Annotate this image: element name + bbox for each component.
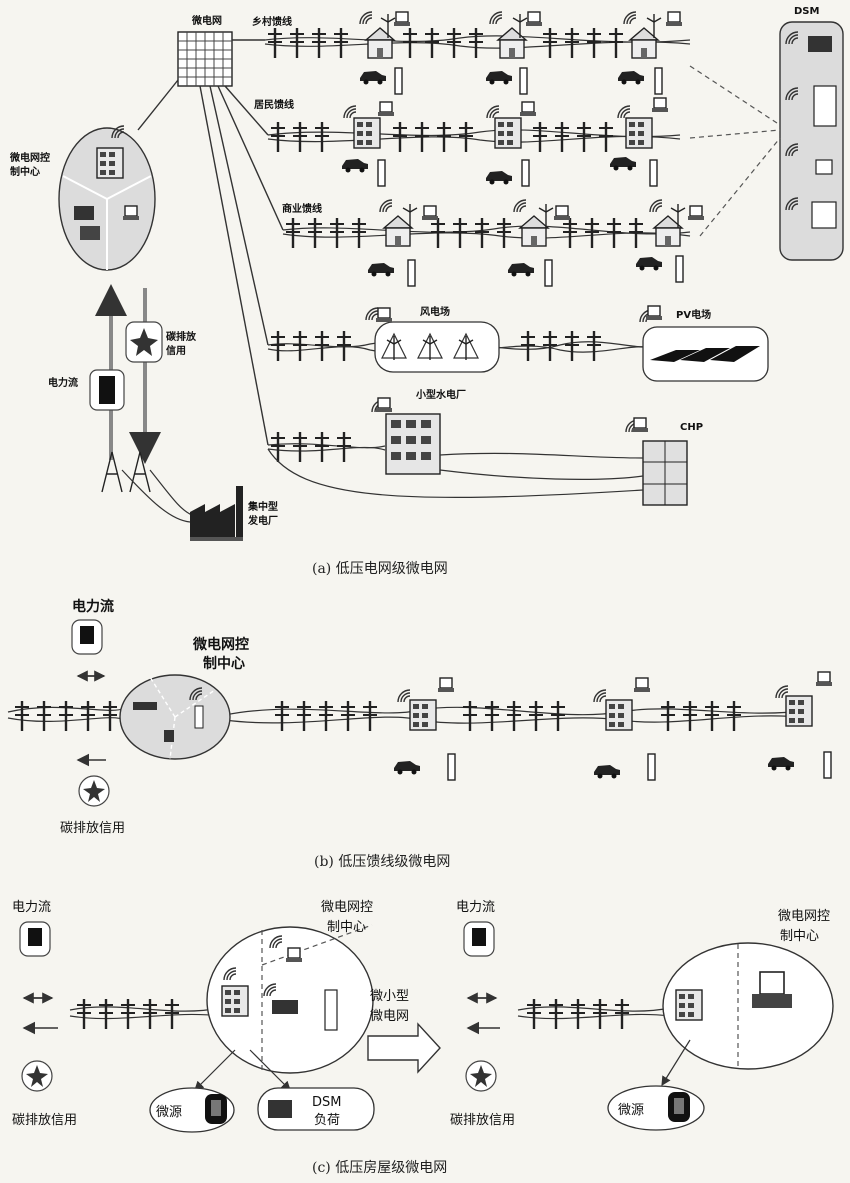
commercial-feeder-label: 商业馈线 (282, 202, 322, 215)
caption-a: (a) 低压电网级微电网 (312, 561, 448, 577)
control-center-label-b-1: 微电网控 (192, 636, 249, 653)
carbon-icon-c-right (466, 1061, 496, 1091)
carbon-icon-b (79, 776, 109, 806)
chp-label: CHP (680, 422, 703, 433)
arrow-label-1: 微小型 (370, 989, 409, 1004)
control-center-a (59, 126, 155, 270)
caption-c: (c) 低压房屋级微电网 (312, 1160, 447, 1176)
dsm-load-label-2: 负荷 (314, 1113, 340, 1128)
small-hydro-label: 小型水电厂 (415, 388, 466, 401)
control-center-label-c-left-2: 制中心 (327, 920, 366, 935)
panel-b: 电力流 碳排放信用 微电网控 制中心 (8, 598, 832, 870)
feeder-line-b (8, 672, 832, 780)
pv-farm-label: PV电场 (676, 308, 711, 321)
microgrid-grid-icon (178, 32, 232, 86)
control-center-label-a-1: 微电网控 (9, 151, 50, 164)
dsm-label: DSM (794, 6, 820, 17)
central-plant-label-2: 发电厂 (247, 514, 278, 527)
residential-feeder (268, 98, 680, 186)
carbon-credit-label-c-right: 碳排放信用 (450, 1113, 515, 1128)
rural-feeder (265, 12, 690, 94)
power-flow-icon-c-left (20, 922, 50, 956)
power-flow-icon-b (72, 620, 102, 654)
dsm-panel (780, 22, 843, 260)
carbon-credit-label-a-1: 碳排放 (166, 330, 197, 343)
dsm-load-label-1: DSM (312, 1095, 341, 1110)
rural-feeder-label: 乡村馈线 (252, 15, 292, 28)
residential-feeder-label: 居民馈线 (254, 98, 294, 111)
micro-source-icon-right (668, 1092, 690, 1122)
micro-source-label-right: 微源 (618, 1103, 644, 1118)
micro-source-label-left: 微源 (156, 1105, 182, 1120)
micro-source-icon-left (205, 1094, 227, 1124)
panel-a: 微电网 微电网控 制中心 (9, 6, 843, 577)
power-flow-label-c-right: 电力流 (456, 900, 495, 915)
commercial-feeder (283, 200, 704, 286)
chp-building-icon (643, 441, 687, 505)
small-hydro-building-icon (386, 414, 440, 474)
carbon-icon-c-left (22, 1061, 52, 1091)
control-center-label-c-left-1: 微电网控 (321, 900, 373, 915)
house-microgrid-right (518, 943, 833, 1130)
control-center-label-c-right-2: 制中心 (780, 929, 819, 944)
power-flow-label-a: 电力流 (48, 376, 78, 389)
control-center-label-b-2: 制中心 (203, 655, 245, 672)
carbon-credit-label-b: 碳排放信用 (60, 821, 125, 836)
hydro-chp-row (268, 398, 687, 505)
caption-b: (b) 低压馈线级微电网 (314, 854, 450, 870)
transition-arrow (368, 1024, 440, 1072)
control-center-label-a-2: 制中心 (10, 165, 40, 178)
control-center-label-c-right-1: 微电网控 (778, 909, 830, 924)
factory-icon (190, 486, 243, 541)
panel-c: 电力流 碳排放信用 微电网控 制中心 微源 DSM 负荷 (12, 900, 833, 1176)
central-plant-label-1: 集中型 (247, 500, 278, 513)
wind-farm-label: 风电场 (420, 305, 450, 318)
power-flow-label-b: 电力流 (72, 598, 114, 615)
arrow-label-2: 微电网 (370, 1009, 409, 1024)
power-flow-icon-c-right (464, 922, 494, 956)
carbon-credit-label-a-2: 信用 (166, 344, 186, 357)
central-plant-flow (90, 288, 243, 541)
power-flow-label-c-left: 电力流 (12, 900, 51, 915)
microgrid-label: 微电网 (191, 14, 222, 27)
carbon-credit-label-c-left: 碳排放信用 (12, 1113, 77, 1128)
